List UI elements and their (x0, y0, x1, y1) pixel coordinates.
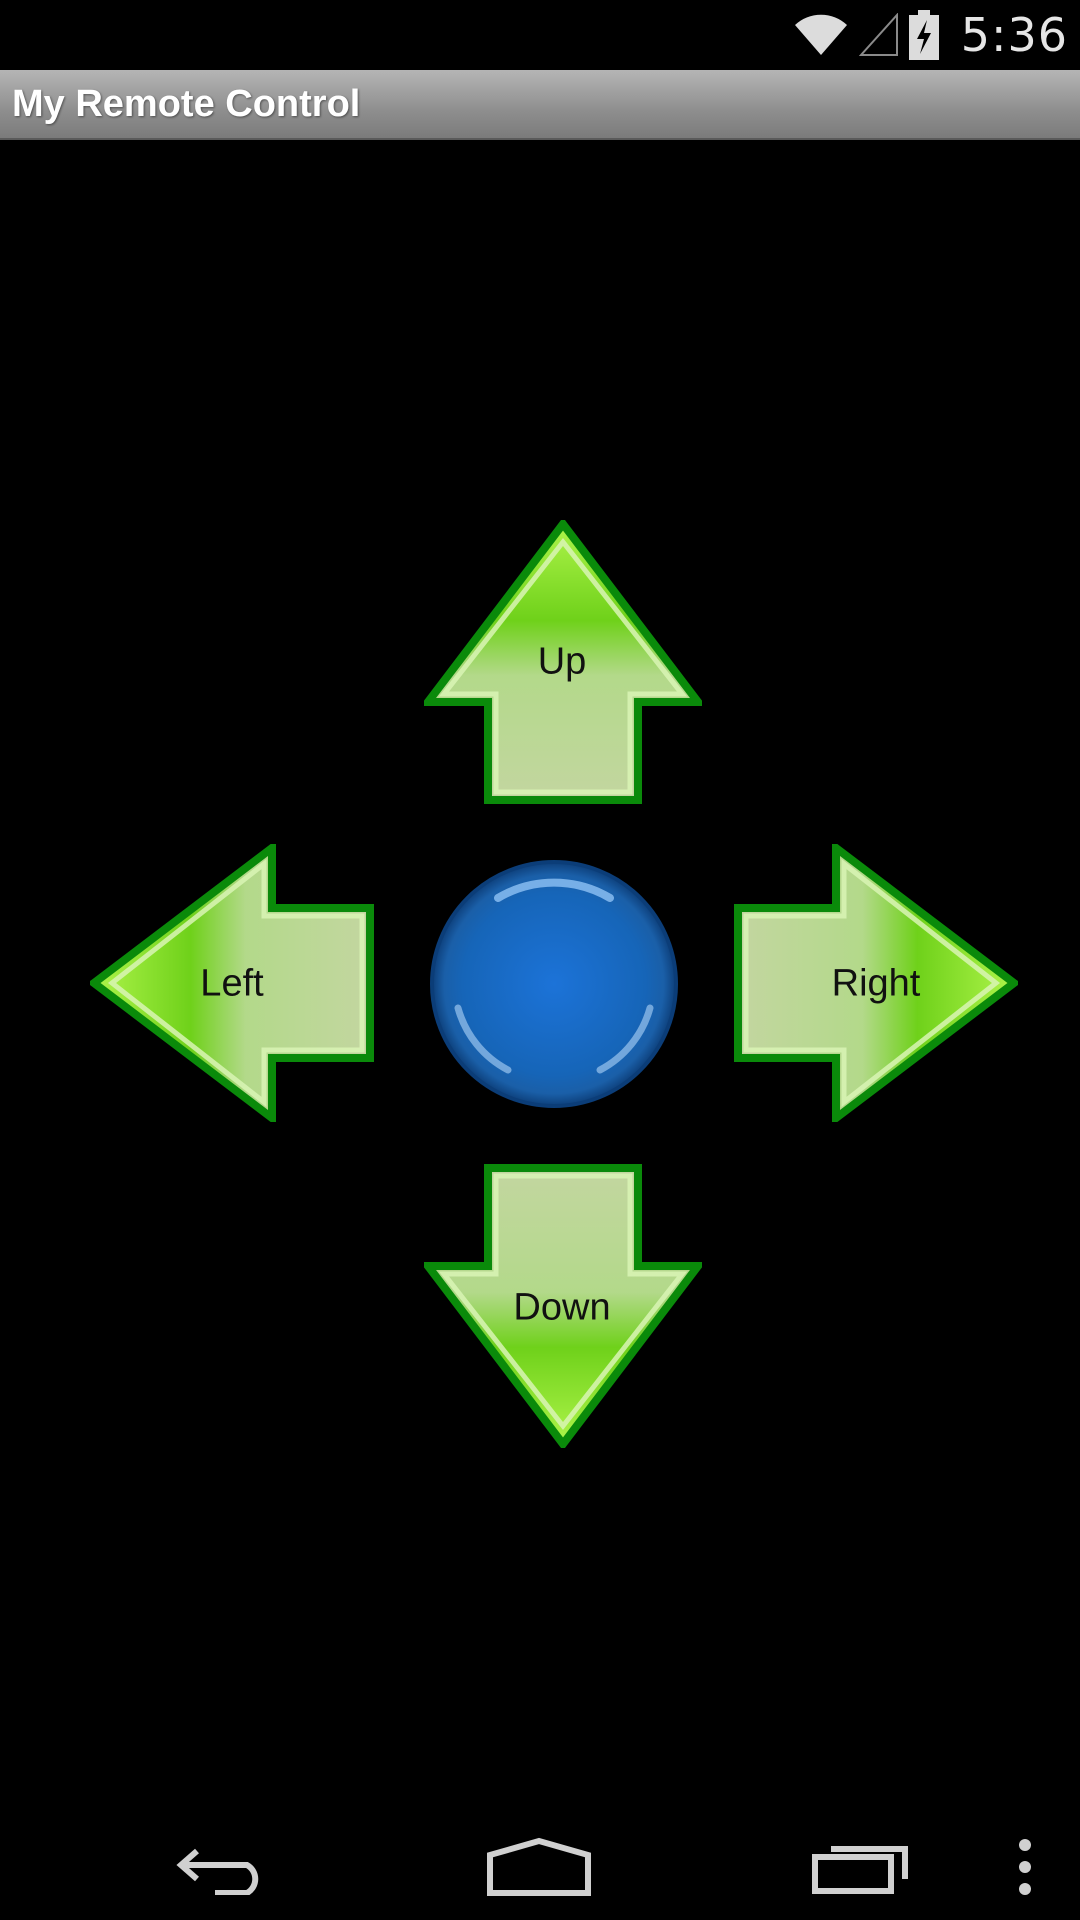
home-icon (487, 1837, 591, 1896)
recents-button[interactable] (806, 1822, 916, 1912)
wifi-icon (794, 14, 847, 55)
status-time: 5:36 (960, 8, 1068, 62)
left-button[interactable]: Left (90, 844, 374, 1122)
left-arrow-icon (90, 844, 374, 1122)
left-label: Left (200, 962, 264, 1005)
status-icons: 5:36 (793, 0, 1068, 70)
up-label: Up (537, 640, 587, 683)
right-arrow-icon (734, 844, 1018, 1122)
down-button[interactable]: Down (424, 1164, 702, 1448)
action-bar: My Remote Control (0, 70, 1080, 140)
down-label: Down (513, 1286, 611, 1329)
home-button[interactable] (484, 1822, 594, 1912)
battery-charging-icon (908, 10, 939, 60)
right-button[interactable]: Right (734, 844, 1018, 1122)
back-button[interactable] (168, 1822, 278, 1912)
overflow-menu-icon (1019, 1839, 1031, 1895)
cell-signal-icon (858, 13, 898, 56)
right-label: Right (831, 962, 921, 1005)
recents-icon (812, 1846, 908, 1894)
back-icon (176, 1848, 259, 1895)
overflow-menu-button[interactable] (970, 1822, 1080, 1912)
up-arrow-icon (424, 520, 702, 804)
center-ball-icon (430, 860, 678, 1108)
center-button[interactable] (428, 858, 680, 1110)
down-arrow-icon (424, 1164, 702, 1448)
app-title: My Remote Control (12, 83, 361, 125)
up-button[interactable]: Up (424, 520, 702, 804)
nav-bar (0, 1812, 1080, 1920)
status-bar: 5:36 (0, 0, 1080, 70)
